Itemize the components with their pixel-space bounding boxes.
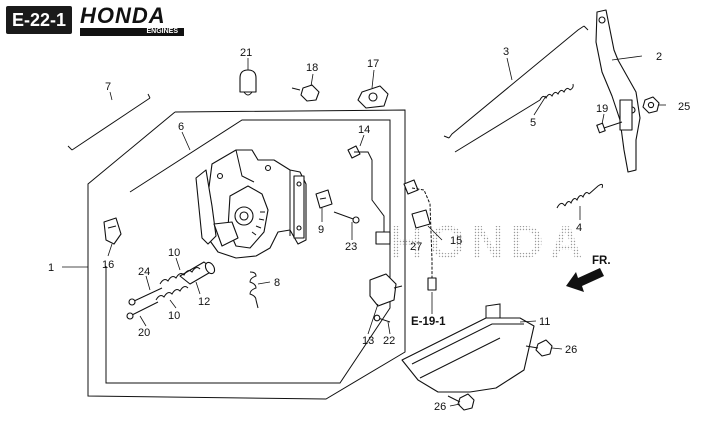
part-15-wire [403,179,437,291]
part-26-bolt-lower [447,393,475,411]
callout-12: 12 [198,296,210,308]
callout-26-lower: 26 [434,401,446,413]
callout-10-upper: 10 [168,247,180,259]
callout-4: 4 [576,222,582,234]
part-24-screw [128,287,163,306]
part-10-spring-lower [155,286,189,301]
section-code-badge: E-22-1 [6,6,72,34]
callout-20: 20 [138,327,150,339]
callout-3: 3 [503,46,509,58]
callout-18: 18 [306,62,318,74]
part-17-clamp [357,85,389,109]
brand-logo: HONDA ENGINES [80,5,184,36]
brand-subtitle: ENGINES [80,28,184,36]
part-4-spring [556,183,603,209]
callout-8: 8 [274,277,280,289]
part-13-switch [369,273,403,307]
part-7-rod [67,93,151,151]
cross-reference-label: E-19-1 [411,316,446,328]
part-22-screw [373,314,391,323]
part-21-clip [239,69,257,96]
callout-6: 6 [178,121,184,133]
front-direction-arrow [566,268,604,292]
part-11-cover [401,303,535,393]
callout-27: 27 [410,241,422,253]
part-8-spring [249,271,259,309]
callout-5: 5 [530,117,536,129]
part-12-collar [179,261,216,285]
callout-7: 7 [105,81,111,93]
callout-16: 16 [102,259,114,271]
control-lever [195,169,269,249]
front-direction-label: FR. [592,255,611,267]
part-25-nut [642,96,660,114]
part-27-connector [411,209,431,229]
callout-10-lower: 10 [168,310,180,322]
callout-17: 17 [367,58,379,70]
part-19-bolt [596,121,623,134]
callout-11: 11 [539,316,550,328]
leader-lines [62,55,666,407]
part-2-lever [595,9,641,173]
callout-13: 13 [362,335,374,347]
part-5-spring-rod [454,83,574,153]
callout-2: 2 [656,51,662,63]
callout-1: 1 [48,262,54,274]
assembly-frame-1 [87,109,406,400]
part-26-bolt-upper [525,339,553,357]
part-10-spring-upper [159,267,201,285]
callout-14: 14 [358,124,370,136]
part-3-rod [443,25,589,139]
part-20-screw [126,301,159,320]
part-14-wire [347,145,391,245]
callout-22: 22 [383,335,395,347]
callout-15: 15 [450,235,462,247]
brand-name: HONDA [80,3,166,28]
part-16-clip [103,217,122,245]
part-18-clip [291,84,320,102]
callout-9: 9 [318,224,324,236]
callout-25: 25 [678,101,690,113]
part-9-screw [315,189,333,209]
callout-21: 21 [240,47,252,59]
callout-26-upper: 26 [565,344,577,356]
part-23-bolt [333,211,360,224]
callout-24: 24 [138,266,150,278]
assembly-frame-6 [105,119,391,384]
callout-19: 19 [596,103,608,115]
callout-23: 23 [345,241,357,253]
